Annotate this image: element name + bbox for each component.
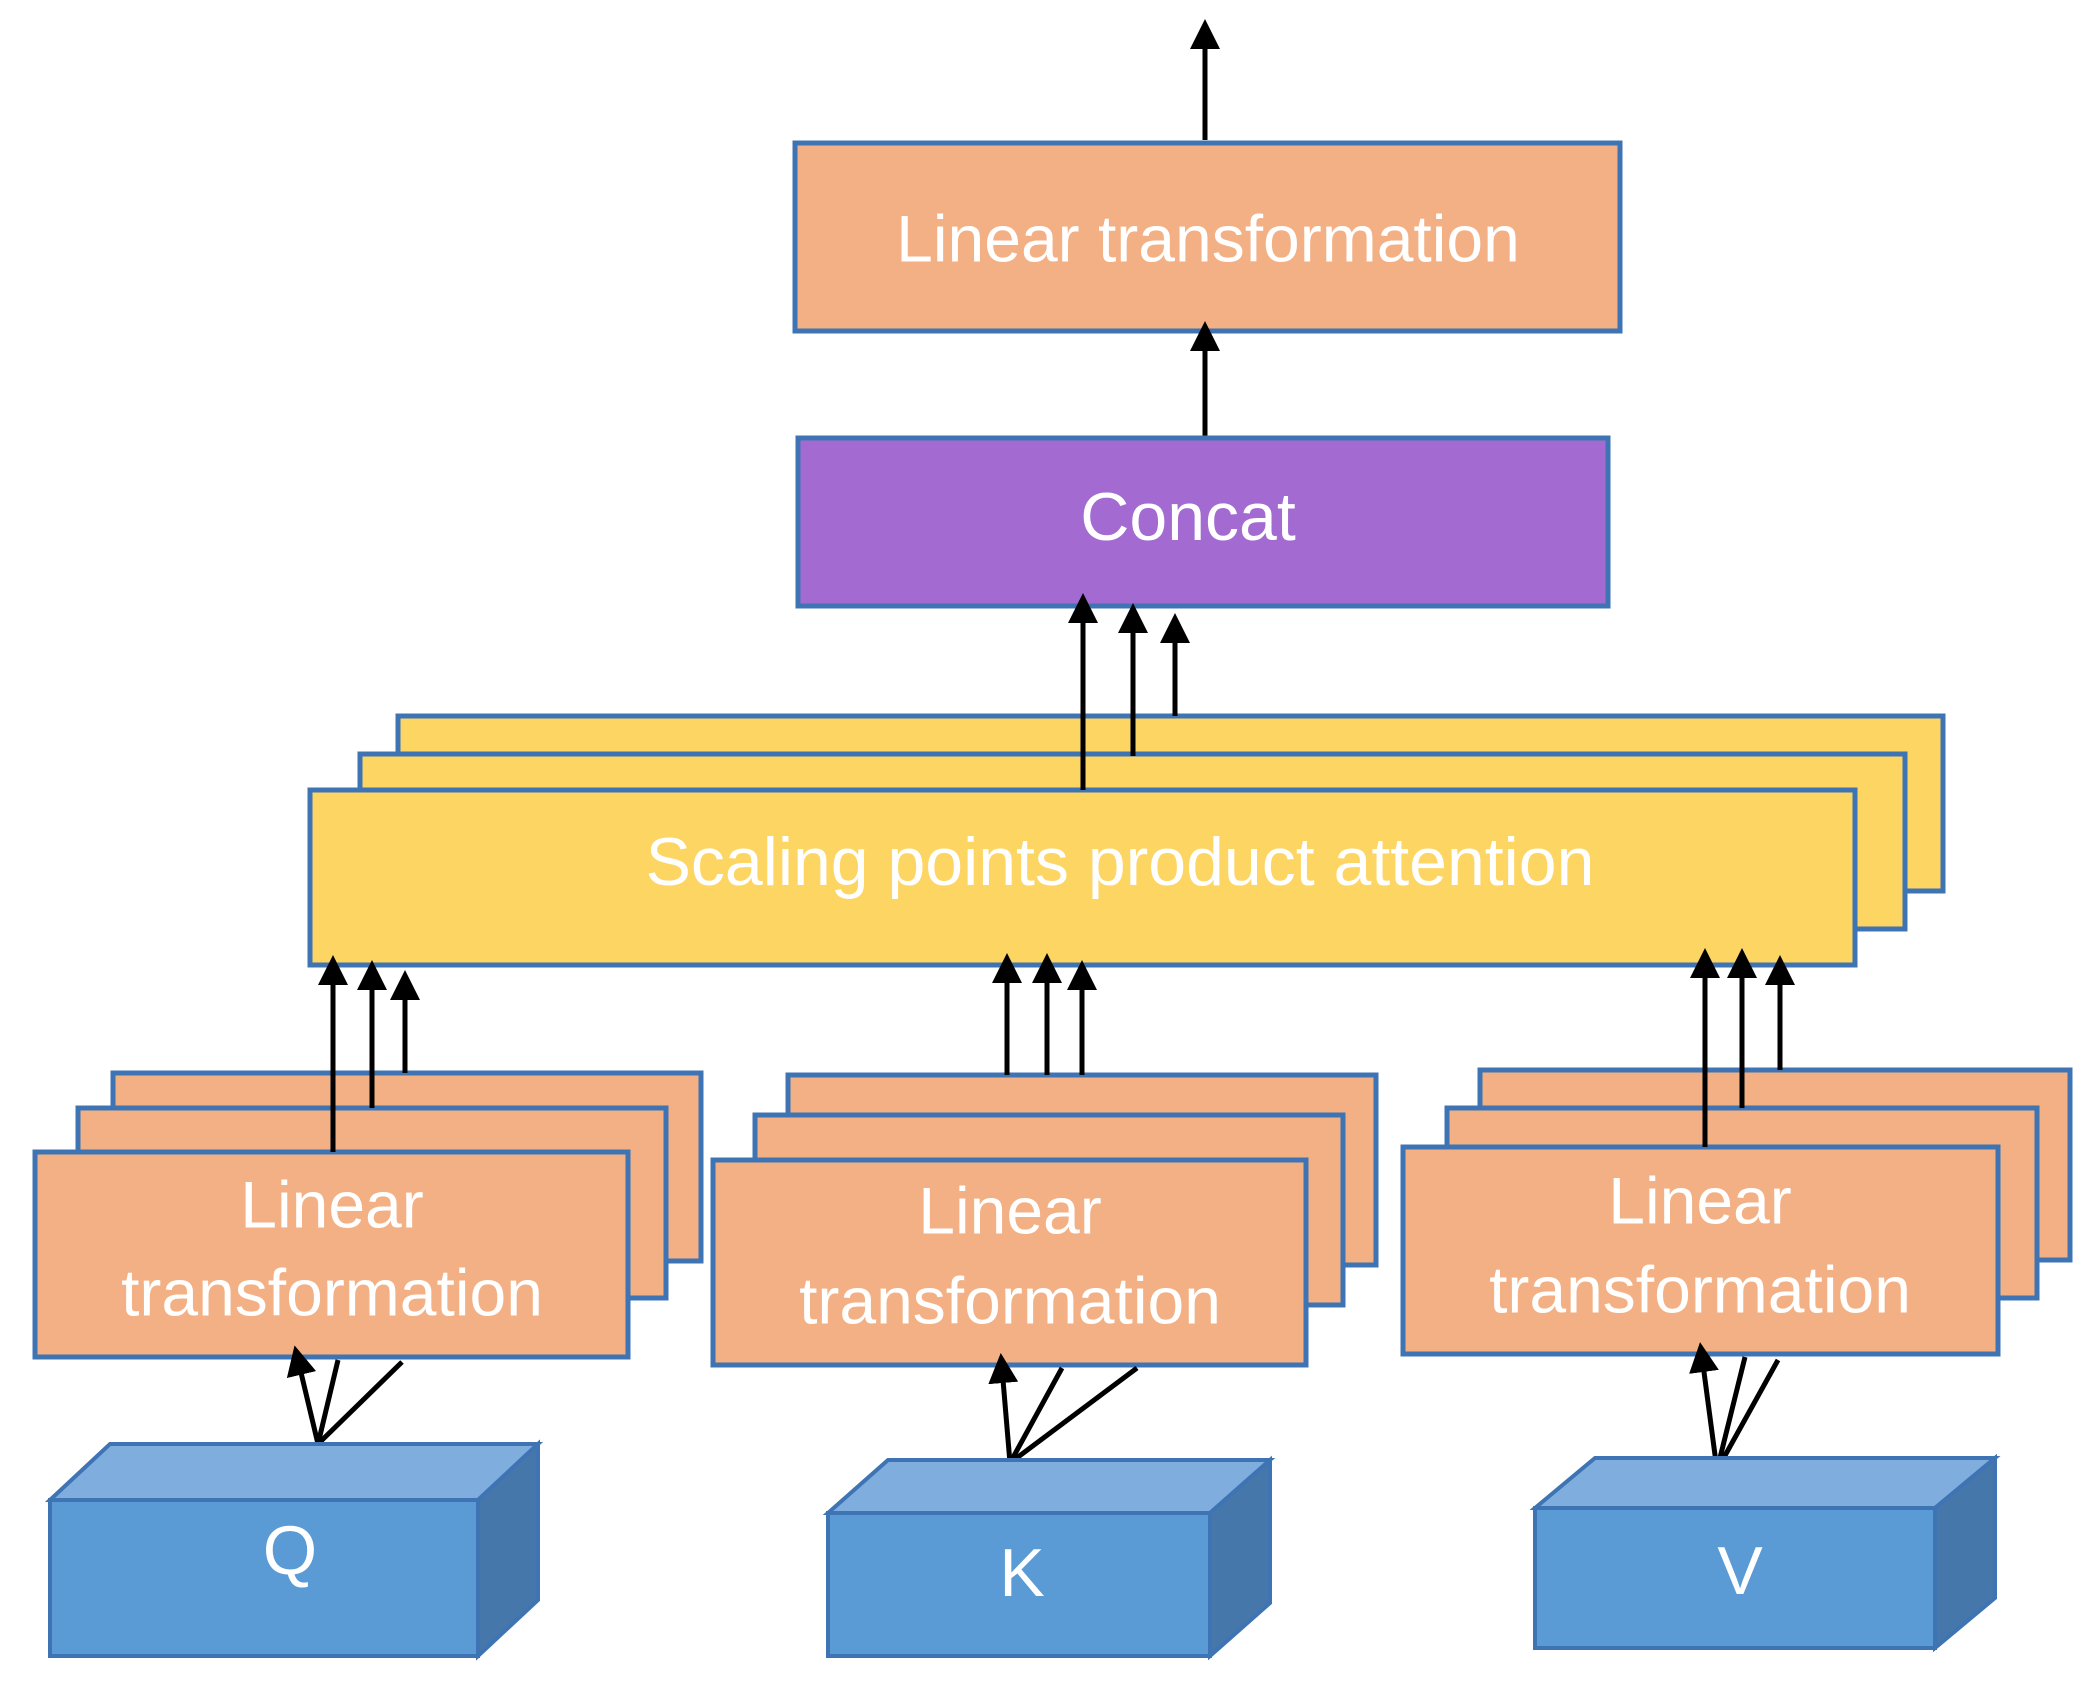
v-linear-label-line1: Linear [1608, 1163, 1791, 1237]
output-linear-transformation-box: Linear transformation [792, 140, 1623, 334]
attention-stack: Scaling points product attention [307, 713, 1946, 968]
v-fan-arrow [1689, 1342, 1720, 1471]
k-fan-arrow [988, 1353, 1019, 1464]
v-linear-label-line2: transformation [1489, 1252, 1911, 1326]
q-fan-arrow [286, 1345, 321, 1445]
q-linear-box-front [32, 1149, 631, 1360]
branch-k: Linear transformation K [710, 953, 1379, 1661]
q-input-label: Q [263, 1511, 317, 1589]
branch-v: Linear transformation V [1400, 948, 2073, 1653]
attention-box-front [307, 787, 1858, 968]
q-linear-label-line2: transformation [121, 1255, 543, 1329]
attention-label: Scaling points product attention [646, 824, 1595, 900]
k-input-label: K [999, 1535, 1044, 1611]
q-fan-line-2 [315, 1359, 341, 1445]
k-fan-line-2 [1007, 1366, 1065, 1465]
v-input-cube: V [1529, 1453, 2001, 1653]
v-input-label: V [1717, 1533, 1763, 1609]
k-input-cube: K [822, 1455, 1276, 1661]
attention-to-concat-arrows [1068, 593, 1190, 790]
v-fan-line-2 [1714, 1356, 1748, 1471]
v-linear-box-front [1400, 1144, 2001, 1357]
branch-q: Linear transformation Q [32, 955, 704, 1661]
k-fan-line-3 [1008, 1365, 1139, 1466]
output-linear-label: Linear transformation [896, 201, 1520, 275]
q-linear-label-line1: Linear [240, 1167, 423, 1241]
k-linear-box-front [710, 1157, 1309, 1368]
v-fan-line-3 [1714, 1358, 1781, 1472]
concat-box: Concat [795, 435, 1611, 609]
q-fan-line-3 [316, 1360, 404, 1446]
q-input-cube: Q [44, 1439, 544, 1661]
k-linear-label-line2: transformation [799, 1263, 1221, 1337]
concat-label: Concat [1080, 479, 1296, 555]
k-linear-label-line1: Linear [918, 1173, 1101, 1247]
